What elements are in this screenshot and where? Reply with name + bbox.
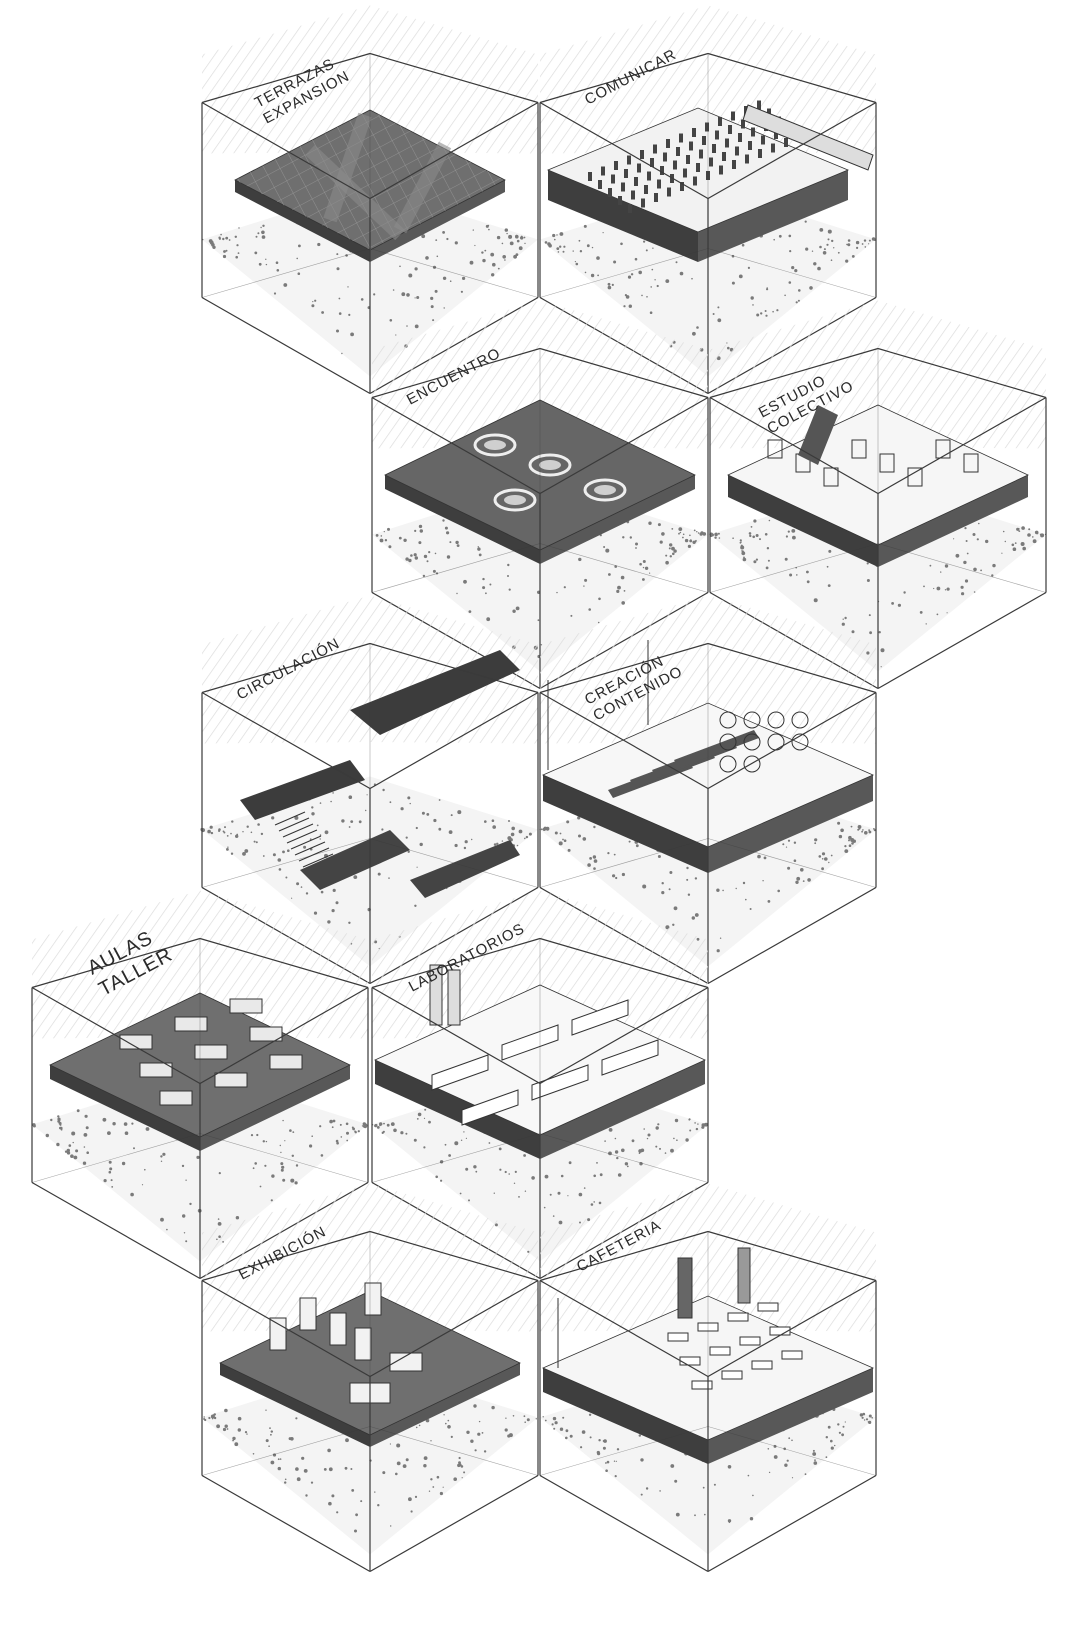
cube-exhibicion: EXHIBICIÓN (202, 1184, 538, 1572)
cube-cafeteria: CAFETERIA (540, 1184, 876, 1572)
